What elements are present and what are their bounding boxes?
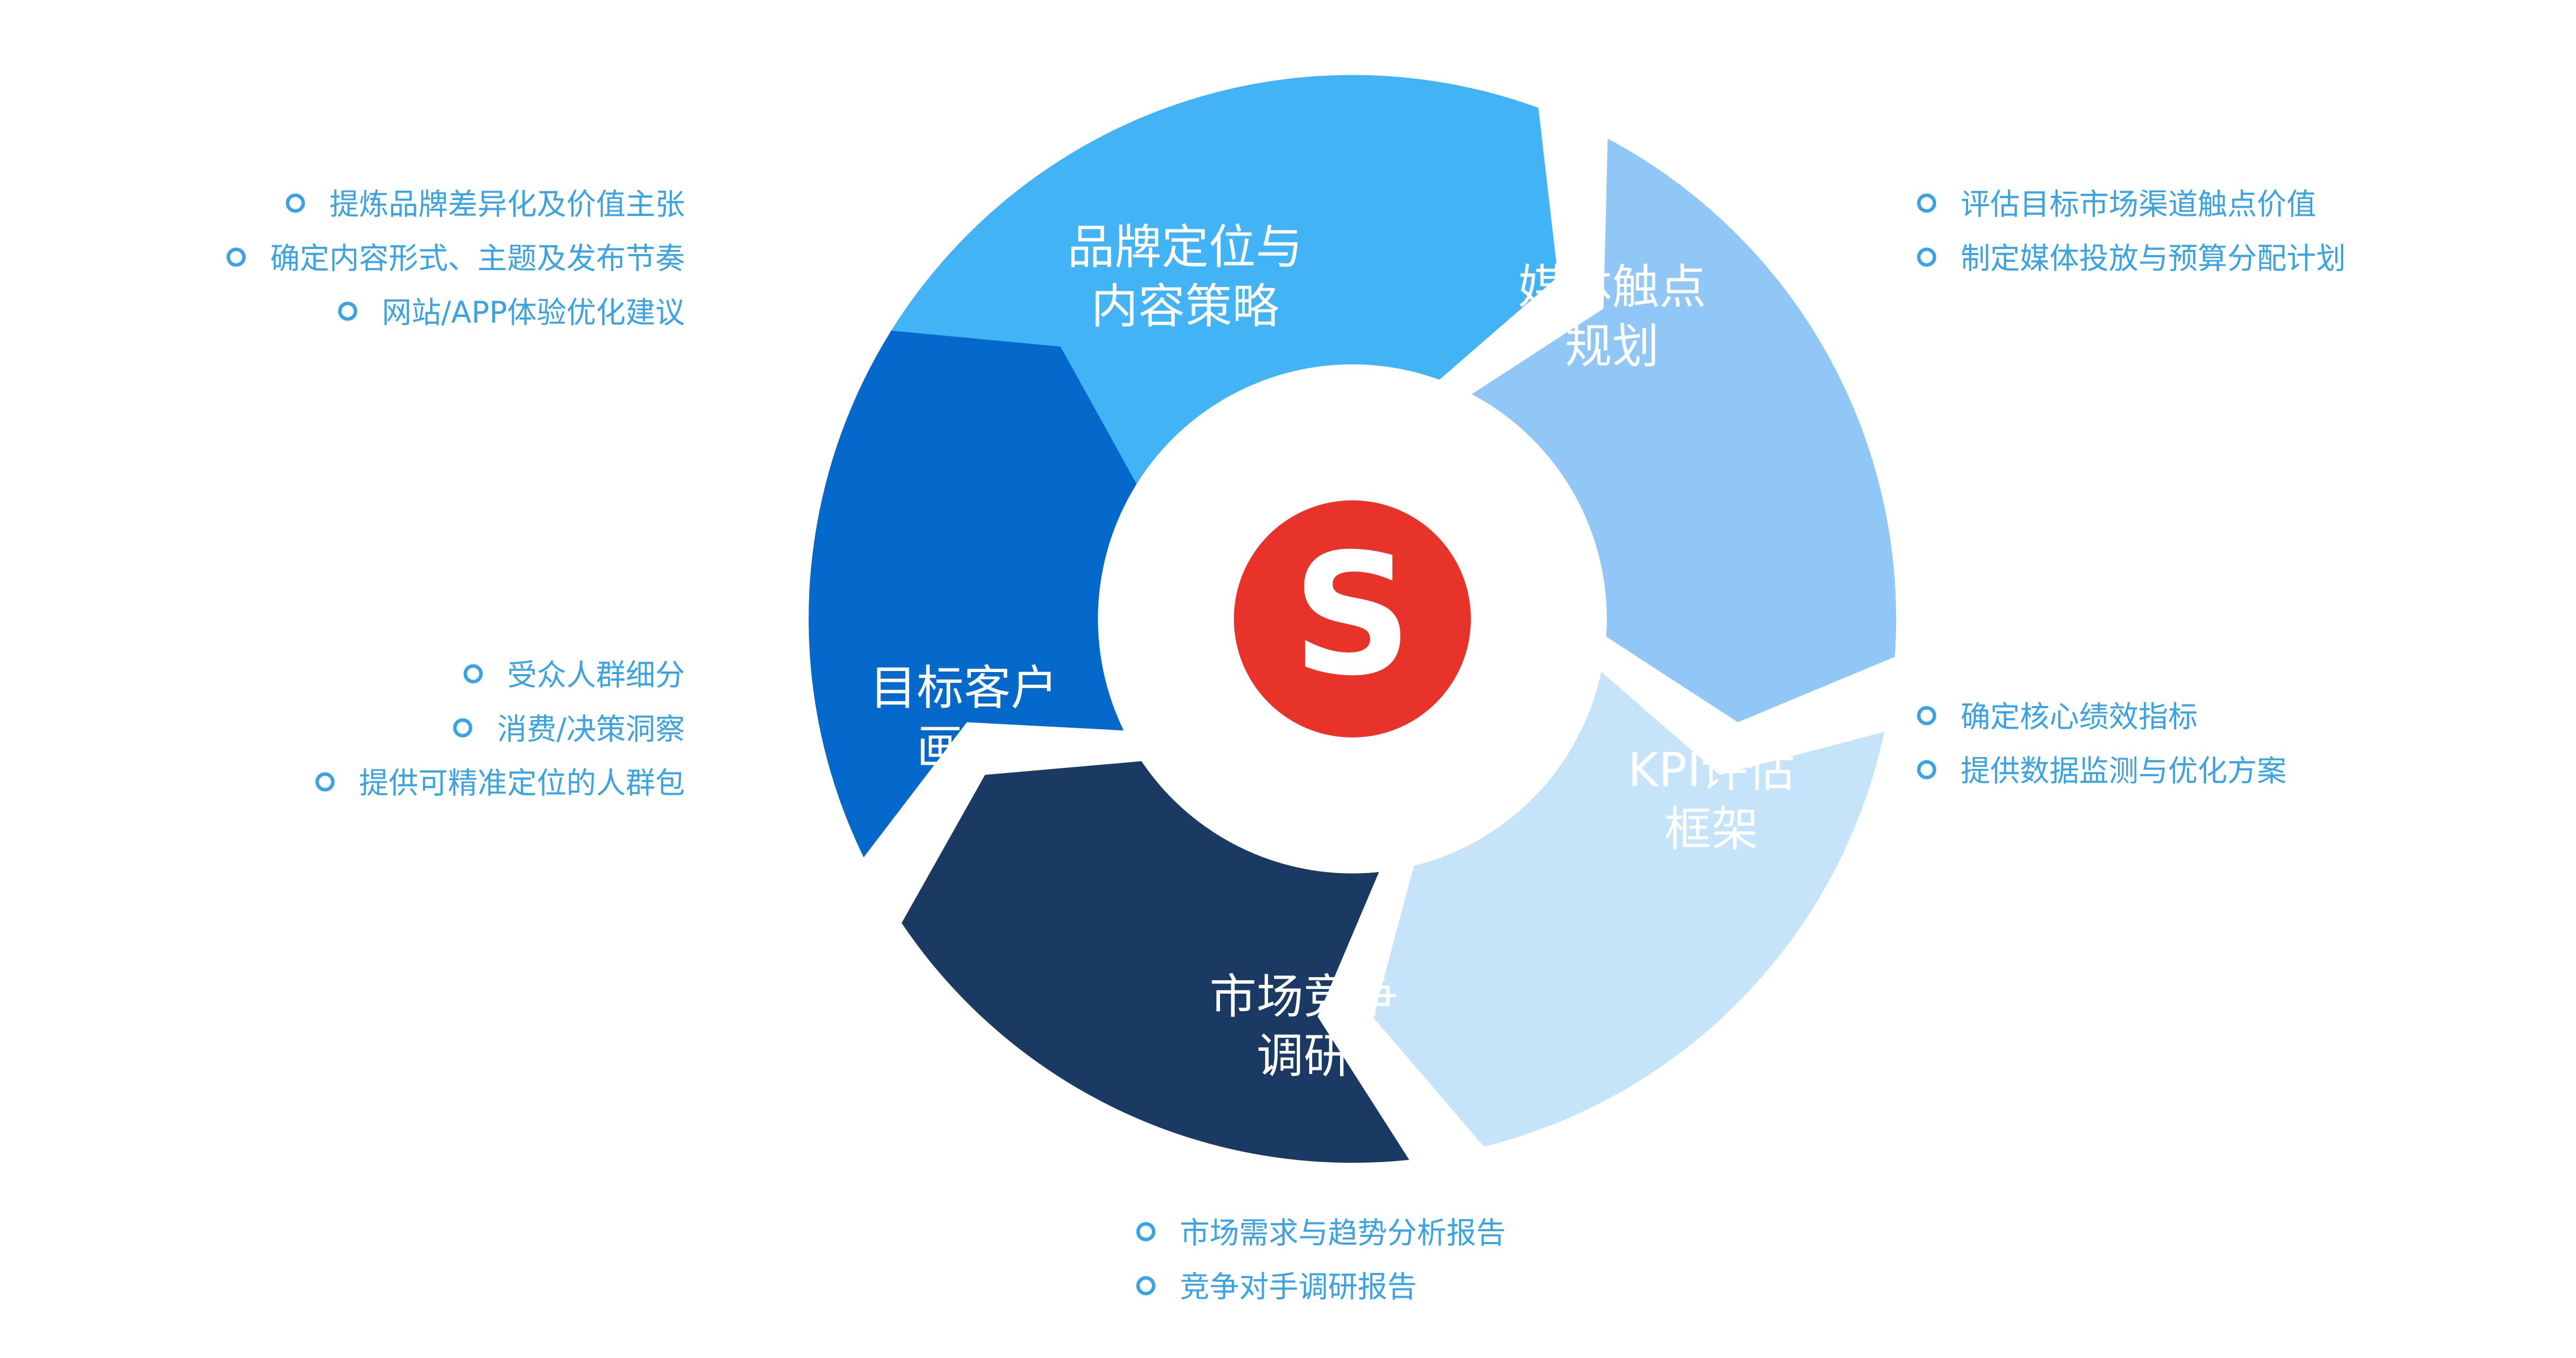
list-item-text: 提供数据监测与优化方案 <box>1960 755 2287 790</box>
list-item-text: 消费/决策洞察 <box>497 713 685 748</box>
list-item: 提供可精准定位的人群包 <box>315 758 685 812</box>
bullet-circle-icon <box>338 300 358 320</box>
bullet-circle-icon <box>1917 246 1937 266</box>
list-item-text: 市场需求与趋势分析报告 <box>1180 1217 1506 1252</box>
segment-arrow-market <box>902 761 1410 1163</box>
list-item-text: 制定媒体投放与预算分配计划 <box>1960 242 2346 277</box>
center-logo: S <box>1233 500 1471 737</box>
list-item: 提供数据监测与优化方案 <box>1917 746 2286 800</box>
list-item: 消费/决策洞察 <box>315 705 685 759</box>
bullet-circle-icon <box>315 771 335 791</box>
target-bullet-list: 受众人群细分 消费/决策洞察 提供可精准定位的人群包 <box>315 650 685 813</box>
bullet-circle-icon <box>463 663 483 683</box>
segment-label-market: 市场竞争 调研 <box>1209 971 1398 1085</box>
segment-arrow-target <box>808 330 1137 858</box>
list-item-text: 提供可精准定位的人群包 <box>359 767 685 802</box>
list-item: 市场需求与趋势分析报告 <box>1136 1208 1506 1262</box>
list-item-text: 提炼品牌差异化及价值主张 <box>329 188 685 223</box>
brand-bullet-list: 提炼品牌差异化及价值主张 确定内容形式、主题及发布节奏 网站/APP体验优化建议 <box>226 179 685 342</box>
bullet-circle-icon <box>453 717 473 737</box>
market-bullet-list: 市场需求与趋势分析报告 竞争对手调研报告 <box>1136 1208 1506 1316</box>
list-item-text: 竞争对手调研报告 <box>1180 1270 1417 1306</box>
list-item: 受众人群细分 <box>315 650 685 705</box>
segment-label-media: 媒体触点 规划 <box>1518 261 1706 375</box>
bullet-circle-icon <box>226 246 246 266</box>
bullet-circle-icon <box>285 192 305 212</box>
list-item-text: 网站/APP体验优化建议 <box>382 296 685 331</box>
segment-label-kpi: KPI评估 框架 <box>1628 744 1795 858</box>
list-item: 竞争对手调研报告 <box>1136 1262 1506 1316</box>
bullet-circle-icon <box>1136 1275 1156 1295</box>
list-item-text: 受众人群细分 <box>507 659 685 694</box>
bullet-circle-icon <box>1917 759 1937 779</box>
list-item: 网站/APP体验优化建议 <box>227 288 685 342</box>
list-item: 提炼品牌差异化及价值主张 <box>227 179 685 233</box>
segment-arrow-kpi <box>1373 672 1885 1147</box>
bullet-circle-icon <box>1917 192 1937 212</box>
list-item-text: 确定核心绩效指标 <box>1960 700 2198 736</box>
bullet-circle-icon <box>1136 1221 1156 1240</box>
bullet-circle-icon <box>1917 705 1937 725</box>
list-item: 确定核心绩效指标 <box>1917 692 2286 746</box>
list-item-text: 评估目标市场渠道触点价值 <box>1960 188 2316 223</box>
segment-label-brand: 品牌定位与 内容策略 <box>1067 221 1303 335</box>
list-item: 制定媒体投放与预算分配计划 <box>1917 233 2346 288</box>
list-item: 评估目标市场渠道触点价值 <box>1917 179 2346 233</box>
list-item-text: 确定内容形式、主题及发布节奏 <box>270 242 685 277</box>
segment-label-target: 目标客户 画像 <box>869 662 1058 776</box>
kpi-bullet-list: 确定核心绩效指标 提供数据监测与优化方案 <box>1917 692 2286 800</box>
segment-arrow-media <box>1471 138 1896 723</box>
media-bullet-list: 评估目标市场渠道触点价值 制定媒体投放与预算分配计划 <box>1917 179 2346 288</box>
list-item: 确定内容形式、主题及发布节奏 <box>226 233 685 288</box>
